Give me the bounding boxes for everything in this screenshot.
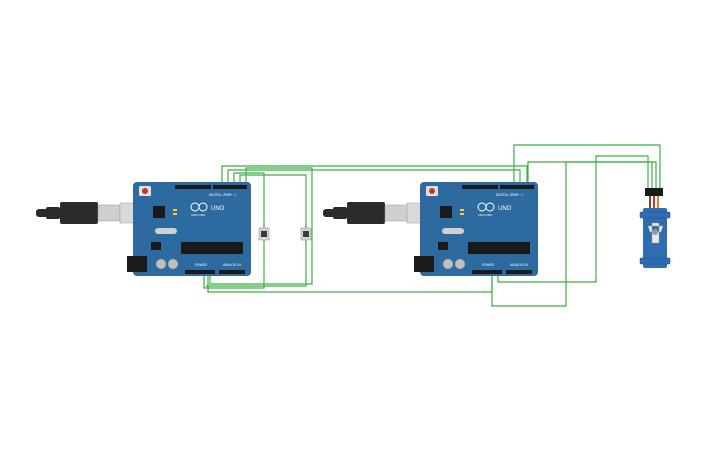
atmega-chip [468, 242, 530, 254]
brand-label: ARDUINO [191, 213, 206, 217]
wire-board2-to-servo-signal[interactable] [513, 144, 661, 190]
usb-plug-housing [60, 202, 98, 224]
usb-cable-2[interactable] [323, 202, 438, 224]
pushbutton-cap [261, 231, 267, 237]
model-label: UNO [498, 206, 512, 212]
capacitor-2 [454, 258, 466, 270]
capacitor-1 [442, 258, 454, 270]
wire-button1-to-board1-power[interactable] [203, 240, 265, 289]
regulator [151, 242, 161, 250]
brand-label: ARDUINO [478, 213, 493, 217]
usb-chip [153, 206, 165, 218]
led-tx [173, 213, 177, 215]
usb-plug-housing [347, 202, 385, 224]
pushbutton-cap [303, 231, 309, 237]
wire-button2-to-board1-gnd[interactable] [206, 240, 307, 287]
led-l [460, 209, 464, 211]
usb-cable-end [323, 209, 335, 217]
servo-wire-red [653, 196, 655, 208]
usb-plug-metal [97, 204, 121, 222]
power-jack[interactable] [127, 256, 147, 272]
wire-board2-5v-to-servo[interactable] [491, 161, 653, 307]
usb-chip [440, 206, 452, 218]
servo-mount-bottom [639, 257, 671, 265]
pushbutton-2[interactable] [300, 227, 312, 241]
capacitor-2 [167, 258, 179, 270]
usb-cable-body [333, 207, 347, 219]
servo-mount-top [639, 211, 671, 219]
reset-button-cap [142, 188, 148, 194]
led-l [173, 209, 177, 211]
crystal [442, 228, 464, 234]
capacitor-1 [155, 258, 167, 270]
power-header [185, 270, 215, 274]
analog-header [219, 270, 245, 274]
wire-board1-to-button2[interactable] [239, 174, 307, 228]
usb-cable-end [36, 209, 48, 217]
power-label: POWER [195, 263, 208, 267]
wire-board2-gnd-to-servo[interactable] [497, 155, 649, 283]
arduino-board-1[interactable]: DIGITAL (PWM ~) UNO ARDUINO POWER ANALOG… [127, 182, 251, 276]
analog-header [506, 270, 532, 274]
reset-button-cap [429, 188, 435, 194]
usb-plug-metal [384, 204, 408, 222]
wire-board1-to-board2-a[interactable] [221, 165, 528, 188]
crystal [155, 228, 177, 234]
digital-header-2 [500, 185, 534, 189]
digital-header-2 [213, 185, 247, 189]
power-jack[interactable] [414, 256, 434, 272]
arduino-logo [190, 202, 208, 212]
led-tx [460, 213, 464, 215]
usb-cable-1[interactable] [36, 202, 151, 224]
regulator [438, 242, 448, 250]
wire-board1-to-board2-b[interactable] [227, 169, 521, 188]
wire-board2-to-servo-power[interactable] [527, 161, 657, 190]
servo-wire-orange [657, 196, 659, 208]
model-label: UNO [211, 206, 225, 212]
usb-cable-body [46, 207, 60, 219]
servo-motor[interactable] [639, 188, 671, 268]
wires [203, 144, 661, 307]
pushbutton-1[interactable] [258, 227, 270, 241]
digital-label: DIGITAL (PWM ~) [209, 193, 236, 197]
servo-connector [645, 188, 663, 196]
arduino-board-2[interactable]: DIGITAL (PWM ~) UNO ARDUINO POWER ANALOG… [414, 182, 538, 276]
digital-header-1 [462, 185, 498, 189]
arduino-logo [477, 202, 495, 212]
power-label: POWER [482, 263, 495, 267]
digital-header-1 [175, 185, 211, 189]
analog-label: ANALOG IN [223, 263, 241, 267]
servo-shaft [652, 229, 658, 235]
atmega-chip [181, 242, 243, 254]
power-header [472, 270, 502, 274]
analog-label: ANALOG IN [510, 263, 528, 267]
wire-board1-to-button1[interactable] [233, 172, 265, 228]
wire-board1-pin-to-button2-top[interactable] [209, 167, 313, 285]
servo-wire-brown [649, 196, 651, 208]
digital-label: DIGITAL (PWM ~) [496, 193, 523, 197]
